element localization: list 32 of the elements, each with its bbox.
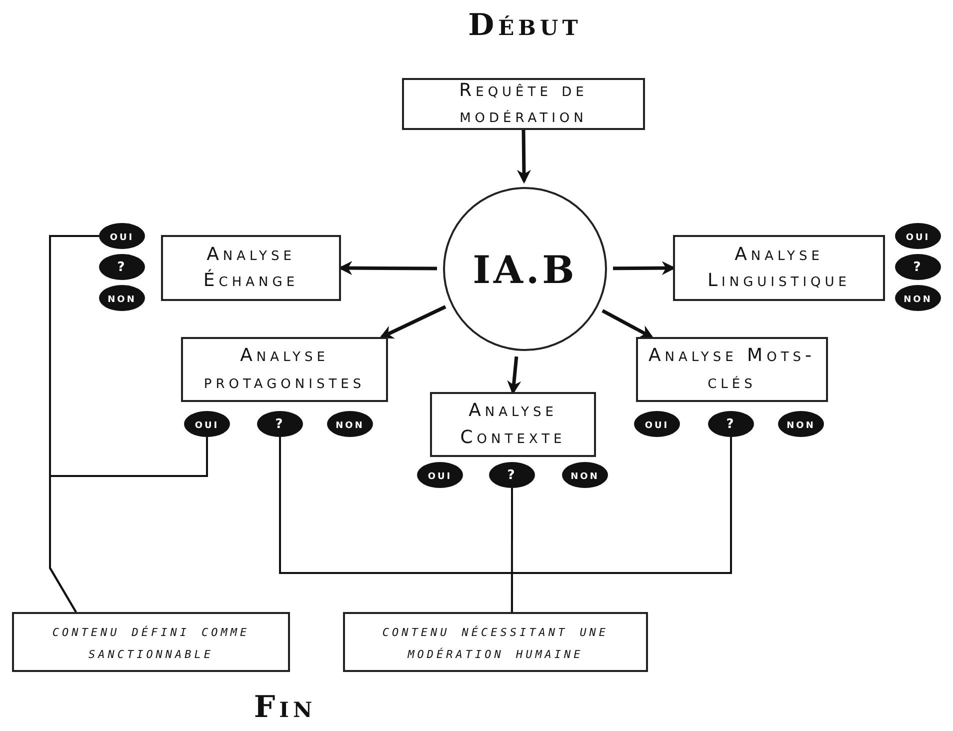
answer-badge: oui xyxy=(417,462,463,488)
answer-badge: oui xyxy=(99,223,145,249)
answer-badge: ? xyxy=(489,462,535,488)
connector-line xyxy=(510,437,732,612)
process-box: Analyse Mots-clés xyxy=(636,337,828,402)
answer-badge: ? xyxy=(99,254,145,280)
answer-badge: oui xyxy=(634,411,680,437)
arrow xyxy=(379,305,446,339)
answer-badge: oui xyxy=(184,411,230,437)
answer-badge: ? xyxy=(257,411,303,437)
process-circle: IA.B xyxy=(443,187,607,351)
heading: Début xyxy=(467,8,583,43)
answer-badge: non xyxy=(562,462,608,488)
arrow xyxy=(602,309,654,339)
process-box: Analyse protagonistes xyxy=(181,337,388,402)
answer-badge: non xyxy=(778,411,824,437)
arrow xyxy=(516,130,531,184)
process-box: Requête de modération xyxy=(402,78,645,130)
process-box: Analyse Linguistique xyxy=(673,235,885,301)
end-label: Fin xyxy=(252,690,318,725)
answer-badge: non xyxy=(895,285,941,311)
answer-badge: non xyxy=(327,411,373,437)
process-box: Analyse Échange xyxy=(161,235,341,301)
outcome-box: contenu nécessitant une modération humaine xyxy=(343,612,648,672)
connector-line xyxy=(49,437,208,612)
answer-badge: non xyxy=(99,285,145,311)
outcome-box: contenu défini comme sanctionnable xyxy=(12,612,290,672)
arrow xyxy=(507,356,522,395)
answer-badge: ? xyxy=(895,254,941,280)
answer-badge: oui xyxy=(895,223,941,249)
answer-badge: ? xyxy=(708,411,754,437)
process-box: Analyse Contexte xyxy=(430,392,596,457)
